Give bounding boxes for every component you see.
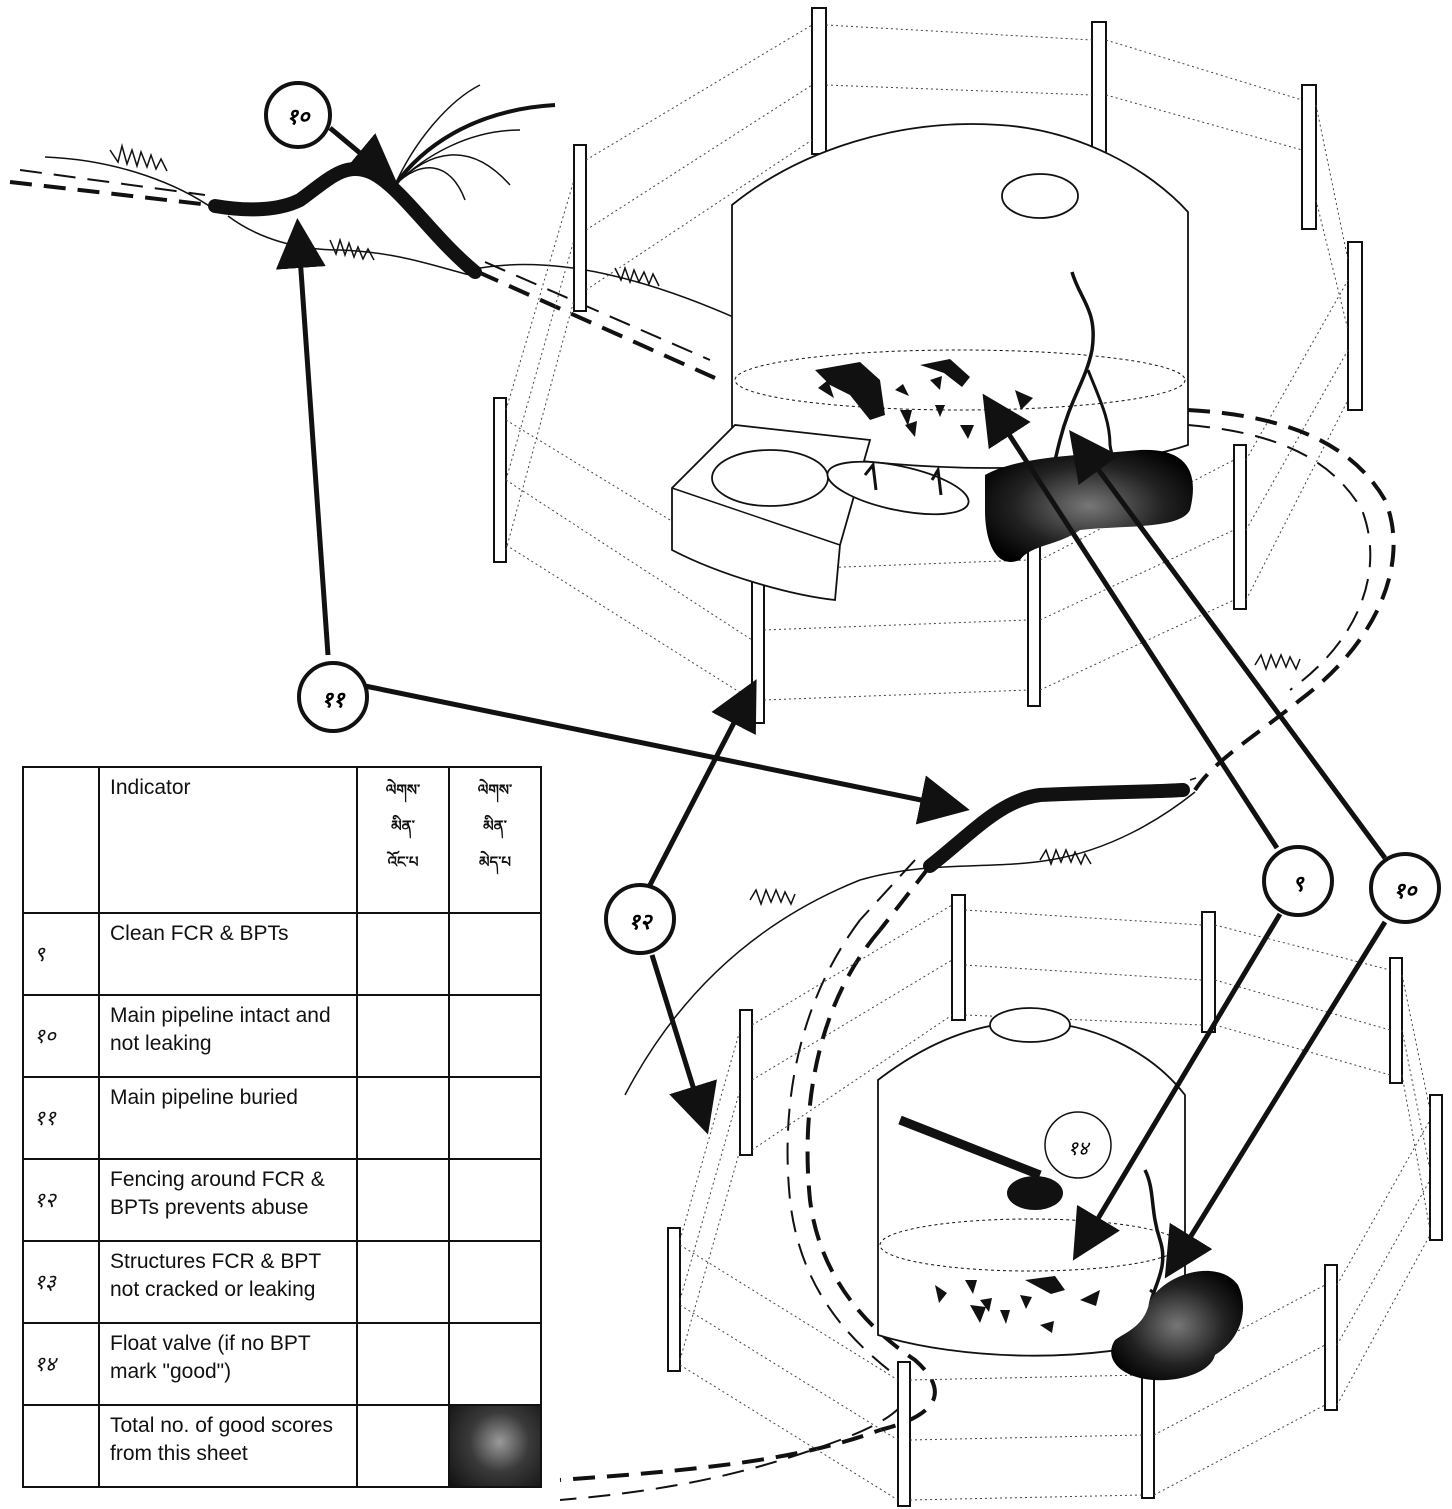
total-score-cell[interactable]: [357, 1405, 449, 1487]
callout-10-label: १०: [287, 104, 311, 130]
callout-10-structures: १०: [1371, 854, 1439, 922]
table-row: ९ Clean FCR & BPTs: [23, 913, 541, 995]
header-indicator: Indicator: [99, 767, 357, 913]
callout-12-fencing: १२: [606, 885, 674, 953]
score-cell-b[interactable]: [449, 913, 541, 995]
total-shaded-cell: [449, 1405, 541, 1487]
header-col-b-line-1: ལེགས་: [478, 776, 512, 804]
row-indicator: Structures FCR & BPT not cracked or leak…: [99, 1241, 357, 1323]
indicator-table: Indicator ལེགས་ མིན་ འོང་པ ལེགས་ མིན་ མེ…: [22, 766, 542, 1488]
callout-10-pipeline-intact: १०: [266, 83, 330, 147]
score-cell-b[interactable]: [449, 1323, 541, 1405]
callout-9-clean: ९: [1264, 847, 1332, 915]
table-row: ११ Main pipeline buried: [23, 1077, 541, 1159]
row-number: ११: [23, 1077, 99, 1159]
row-number: [23, 1405, 99, 1487]
table-row: १४ Float valve (if no BPT mark "good"): [23, 1323, 541, 1405]
row-indicator: Clean FCR & BPTs: [99, 913, 357, 995]
score-cell-b[interactable]: [449, 1241, 541, 1323]
row-indicator: Main pipeline buried: [99, 1077, 357, 1159]
row-number: १४: [23, 1323, 99, 1405]
score-cell-a[interactable]: [357, 995, 449, 1077]
upper-fcr-tank: [494, 8, 1394, 790]
upper-pipeline-section: [10, 85, 740, 378]
callout-10-right-label: १०: [1394, 878, 1418, 904]
score-cell-b[interactable]: [449, 995, 541, 1077]
table-row-total: Total no. of good scores from this sheet: [23, 1405, 541, 1487]
callout-11-label: ११: [322, 687, 346, 713]
callout-14-label: १४: [1068, 1136, 1091, 1160]
callout-12-label: १२: [629, 909, 653, 935]
callout-9-label: ९: [1292, 871, 1305, 897]
header-col-b-line-3: མེད་པ: [479, 848, 511, 876]
table-header-row: Indicator ལེགས་ མིན་ འོང་པ ལེགས་ མིན་ མེ…: [23, 767, 541, 913]
header-blank-cell: [23, 767, 99, 913]
callout-14-float-valve: १४: [1045, 1112, 1111, 1178]
row-number: १०: [23, 995, 99, 1077]
header-col-a-line-3: འོང་པ: [388, 848, 419, 876]
callout-11-pipeline-buried: ११: [299, 663, 367, 731]
score-cell-a[interactable]: [357, 1323, 449, 1405]
score-cell-a[interactable]: [357, 913, 449, 995]
header-col-a-line-1: ལེགས་: [386, 776, 420, 804]
score-cell-a[interactable]: [357, 1241, 449, 1323]
table-row: १० Main pipeline intact and not leaking: [23, 995, 541, 1077]
row-indicator: Main pipeline intact and not leaking: [99, 995, 357, 1077]
score-cell-b[interactable]: [449, 1077, 541, 1159]
table-row: १२ Fencing around FCR & BPTs prevents ab…: [23, 1159, 541, 1241]
header-score-col-b: ལེགས་ མིན་ མེད་པ: [449, 767, 541, 913]
header-col-b-line-2: མིན་: [483, 812, 507, 840]
header-col-a-line-2: མིན་: [391, 812, 415, 840]
row-indicator: Fencing around FCR & BPTs prevents abuse: [99, 1159, 357, 1241]
row-number: १३: [23, 1241, 99, 1323]
table-row: १३ Structures FCR & BPT not cracked or l…: [23, 1241, 541, 1323]
lower-bpt-tank: [560, 895, 1442, 1506]
score-cell-b[interactable]: [449, 1159, 541, 1241]
score-cell-a[interactable]: [357, 1077, 449, 1159]
row-number: १२: [23, 1159, 99, 1241]
row-number: ९: [23, 913, 99, 995]
row-indicator: Float valve (if no BPT mark "good"): [99, 1323, 357, 1405]
row-indicator-total: Total no. of good scores from this sheet: [99, 1405, 357, 1487]
header-score-col-a: ལེགས་ མིན་ འོང་པ: [357, 767, 449, 913]
score-cell-a[interactable]: [357, 1159, 449, 1241]
